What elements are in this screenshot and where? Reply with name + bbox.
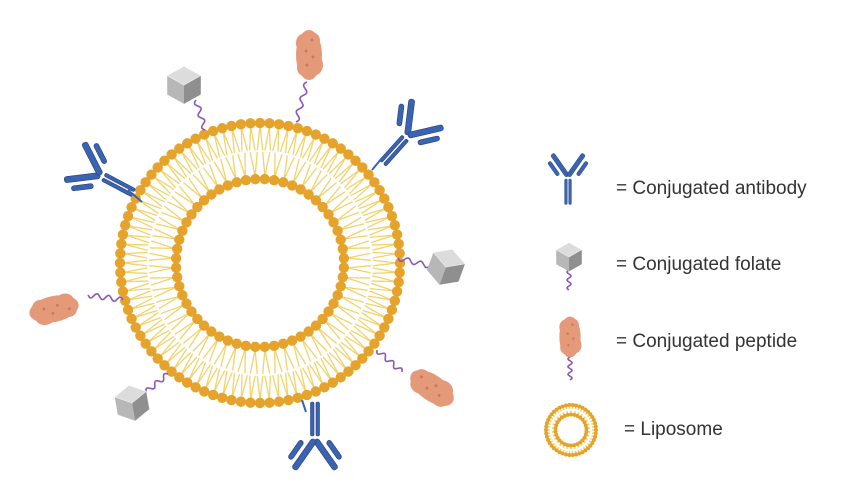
antibody-icon bbox=[547, 152, 589, 205]
legend-label-folate: = Conjugated folate bbox=[616, 254, 782, 275]
peptide-top bbox=[296, 30, 323, 80]
folate-right bbox=[423, 243, 469, 291]
peptide-bottom-right bbox=[404, 362, 461, 413]
antibody-top-right bbox=[361, 93, 450, 183]
antibody-bottom bbox=[287, 401, 343, 472]
peptide-left bbox=[26, 291, 82, 328]
peptide-icon bbox=[559, 316, 582, 358]
conjugated-ligands bbox=[26, 30, 469, 472]
liposome-icon bbox=[544, 403, 598, 457]
folate-icon bbox=[555, 242, 583, 272]
folate-bottom-left bbox=[112, 382, 152, 424]
folate-top bbox=[166, 65, 202, 105]
legend-label-peptide: = Conjugated peptide bbox=[616, 331, 798, 352]
liposome bbox=[114, 117, 406, 409]
legend-icons bbox=[544, 152, 598, 457]
legend-label-antibody: = Conjugated antibody bbox=[616, 178, 807, 199]
legend-label-liposome: = Liposome bbox=[624, 419, 723, 440]
